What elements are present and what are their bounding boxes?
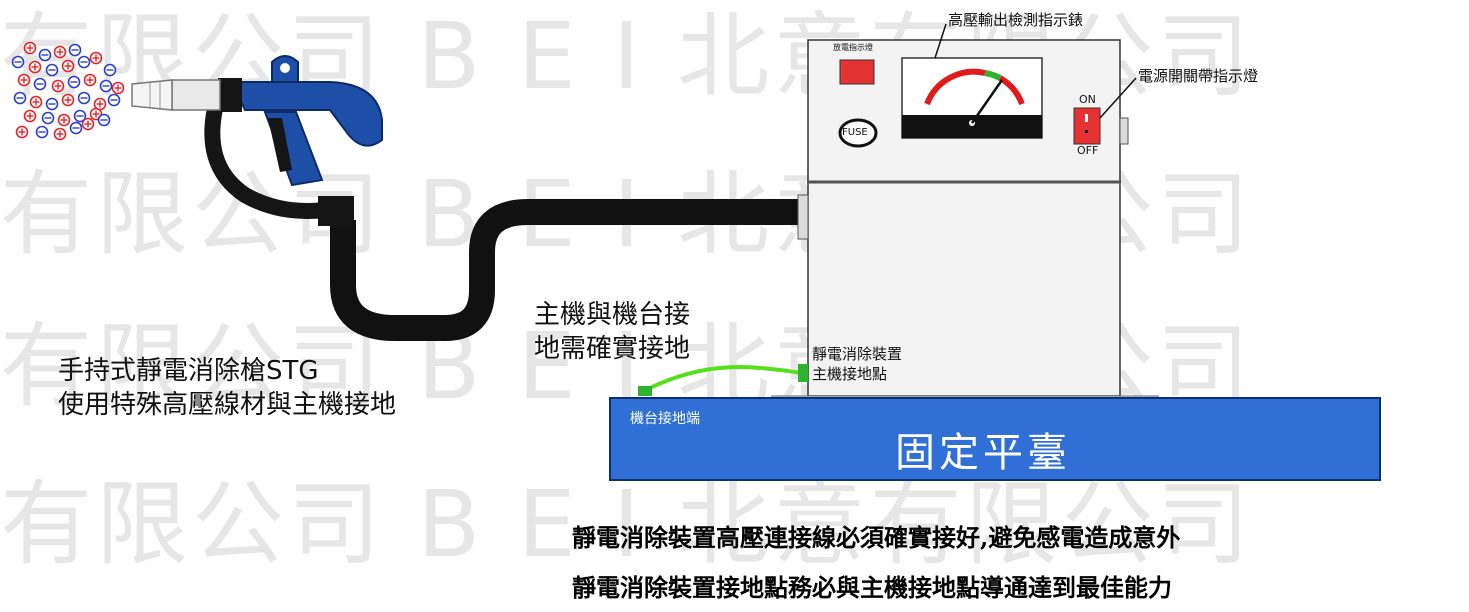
ground-note-line-1: 主機與機台接 [534, 300, 691, 330]
fuse-label: FUSE [842, 127, 868, 138]
device-ground-label-1: 靜電消除裝置 [812, 345, 903, 363]
gun-label-line-2: 使用特殊高壓線材與主機接地 [58, 390, 397, 420]
handheld-static-gun [131, 55, 383, 226]
fixed-platform [609, 397, 1381, 481]
ground-note-line-2: 地需確實接地 [534, 334, 691, 364]
warning-note-1: 靜電消除裝置高壓連接線必須確實接好,避免感電造成意外 [572, 523, 1181, 552]
gun-label-line-1: 手持式靜電消除槍STG [58, 356, 319, 386]
main-unit [771, 23, 1159, 404]
platform-label: 固定平臺 [895, 430, 1071, 476]
switch-on-label: ON [1079, 93, 1096, 106]
high-voltage-hose [330, 199, 805, 341]
device-ground-label-2: 主機接地點 [812, 365, 888, 383]
ground-wire [643, 364, 807, 393]
power-switch-callout-label: 電源開關帶指示燈 [1138, 67, 1259, 85]
machine-ground-end-label: 機台接地端 [630, 411, 700, 427]
watermark-row-4: 有限公司 B E I 北意有限公司 [0, 471, 1254, 578]
small-indicator-label: 放電指示燈 [833, 43, 873, 52]
ion-cloud [11, 41, 125, 141]
switch-off-label: OFF [1077, 144, 1099, 157]
warning-note-2: 靜電消除裝置接地點務必與主機接地點導通達到最佳能力 [572, 573, 1172, 602]
meter-callout-label: 高壓輸出檢測指示錶 [948, 11, 1084, 29]
